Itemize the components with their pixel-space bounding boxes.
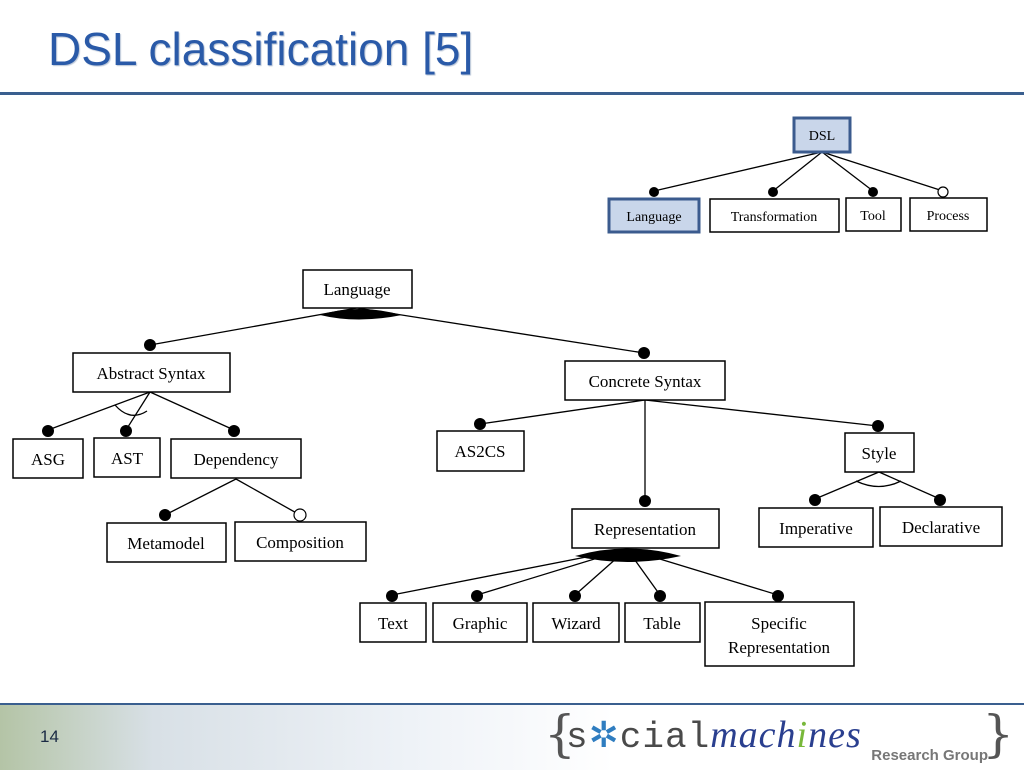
svg-text:Tool: Tool <box>860 209 886 224</box>
node-text[interactable]: Text <box>359 602 427 643</box>
or-group-marker <box>320 309 402 320</box>
mandatory-marker <box>768 187 778 197</box>
logo-machines: machines <box>710 714 862 756</box>
mandatory-marker <box>934 494 946 506</box>
logo-wordmark: s✲cialmachines <box>566 713 862 758</box>
svg-text:AS2CS: AS2CS <box>454 442 505 461</box>
node-as2cs[interactable]: AS2CS <box>436 430 525 472</box>
title-divider <box>0 92 1024 95</box>
feature-diagram: DSL Language Transformation Tool Process <box>12 116 1003 667</box>
slide-footer: 14 { s✲cialmachines Research Group } <box>0 703 1024 770</box>
node-tool[interactable]: Tool <box>845 197 902 232</box>
logo-brace-close: } <box>982 705 1014 763</box>
node-representation[interactable]: Representation <box>571 508 720 549</box>
top-tree-edges <box>653 151 944 192</box>
node-composition[interactable]: Composition <box>234 521 367 562</box>
mandatory-marker <box>471 590 483 602</box>
node-language-top[interactable]: Language <box>607 197 701 234</box>
node-concrete-syntax[interactable]: Concrete Syntax <box>564 360 726 401</box>
node-language[interactable]: Language <box>302 269 413 309</box>
mandatory-marker <box>649 187 659 197</box>
svg-text:Representation: Representation <box>728 638 830 657</box>
socialmachines-logo: { s✲cialmachines Research Group } <box>544 705 1014 767</box>
svg-text:Language: Language <box>626 210 681 225</box>
mandatory-marker <box>144 339 156 351</box>
node-metamodel[interactable]: Metamodel <box>106 522 227 563</box>
mandatory-marker <box>868 187 878 197</box>
svg-text:Transformation: Transformation <box>731 210 818 225</box>
svg-text:Process: Process <box>927 209 970 224</box>
mandatory-marker <box>654 590 666 602</box>
logo-subtitle: Research Group <box>871 747 988 764</box>
mandatory-marker <box>638 347 650 359</box>
node-transformation[interactable]: Transformation <box>709 198 840 233</box>
mandatory-marker <box>386 590 398 602</box>
mandatory-marker <box>228 425 240 437</box>
mandatory-marker <box>639 495 651 507</box>
mandatory-marker <box>159 509 171 521</box>
svg-text:Style: Style <box>862 444 897 463</box>
svg-text:Declarative: Declarative <box>902 518 980 537</box>
page-number: 14 <box>40 727 59 746</box>
node-specific-representation[interactable]: Specific Representation <box>704 601 855 667</box>
svg-text:Dependency: Dependency <box>194 450 279 469</box>
svg-text:Representation: Representation <box>594 520 696 539</box>
node-process[interactable]: Process <box>909 197 988 232</box>
svg-text:Wizard: Wizard <box>551 614 601 633</box>
svg-text:Graphic: Graphic <box>453 614 508 633</box>
svg-text:Abstract Syntax: Abstract Syntax <box>96 364 206 383</box>
mandatory-marker <box>120 425 132 437</box>
optional-marker <box>293 508 307 522</box>
or-group-marker <box>575 548 681 562</box>
node-style[interactable]: Style <box>844 432 915 473</box>
mandatory-marker <box>872 420 884 432</box>
slide-title: DSL classification [5] <box>48 23 474 75</box>
node-graphic[interactable]: Graphic <box>432 602 528 643</box>
mandatory-marker <box>474 418 486 430</box>
svg-text:Language: Language <box>323 280 390 299</box>
node-dsl[interactable]: DSL <box>792 116 852 154</box>
svg-text:Metamodel: Metamodel <box>127 534 205 553</box>
gear-icon: ✲ <box>588 717 620 758</box>
alternative-group-arc <box>114 404 148 416</box>
node-wizard[interactable]: Wizard <box>532 602 620 643</box>
logo-brace-open: { <box>544 705 576 763</box>
node-abstract-syntax[interactable]: Abstract Syntax <box>72 352 231 393</box>
alternative-group-arc <box>855 480 902 488</box>
svg-text:Table: Table <box>643 614 681 633</box>
svg-text:ASG: ASG <box>31 450 65 469</box>
svg-text:Concrete Syntax: Concrete Syntax <box>589 372 702 391</box>
svg-text:AST: AST <box>111 449 144 468</box>
svg-text:Text: Text <box>378 614 408 633</box>
optional-marker <box>937 186 949 198</box>
svg-text:DSL: DSL <box>809 129 835 144</box>
mandatory-marker <box>569 590 581 602</box>
svg-text:Specific: Specific <box>751 614 807 633</box>
node-asg[interactable]: ASG <box>12 438 84 479</box>
mandatory-marker <box>42 425 54 437</box>
svg-text:Composition: Composition <box>256 533 344 552</box>
node-imperative[interactable]: Imperative <box>758 507 874 548</box>
mandatory-marker <box>772 590 784 602</box>
node-table[interactable]: Table <box>624 602 701 643</box>
svg-text:Imperative: Imperative <box>779 519 853 538</box>
mandatory-marker <box>809 494 821 506</box>
node-dependency[interactable]: Dependency <box>170 438 302 479</box>
node-ast[interactable]: AST <box>93 437 161 478</box>
logo-social: s✲cial <box>566 717 711 758</box>
node-declarative[interactable]: Declarative <box>879 506 1003 547</box>
